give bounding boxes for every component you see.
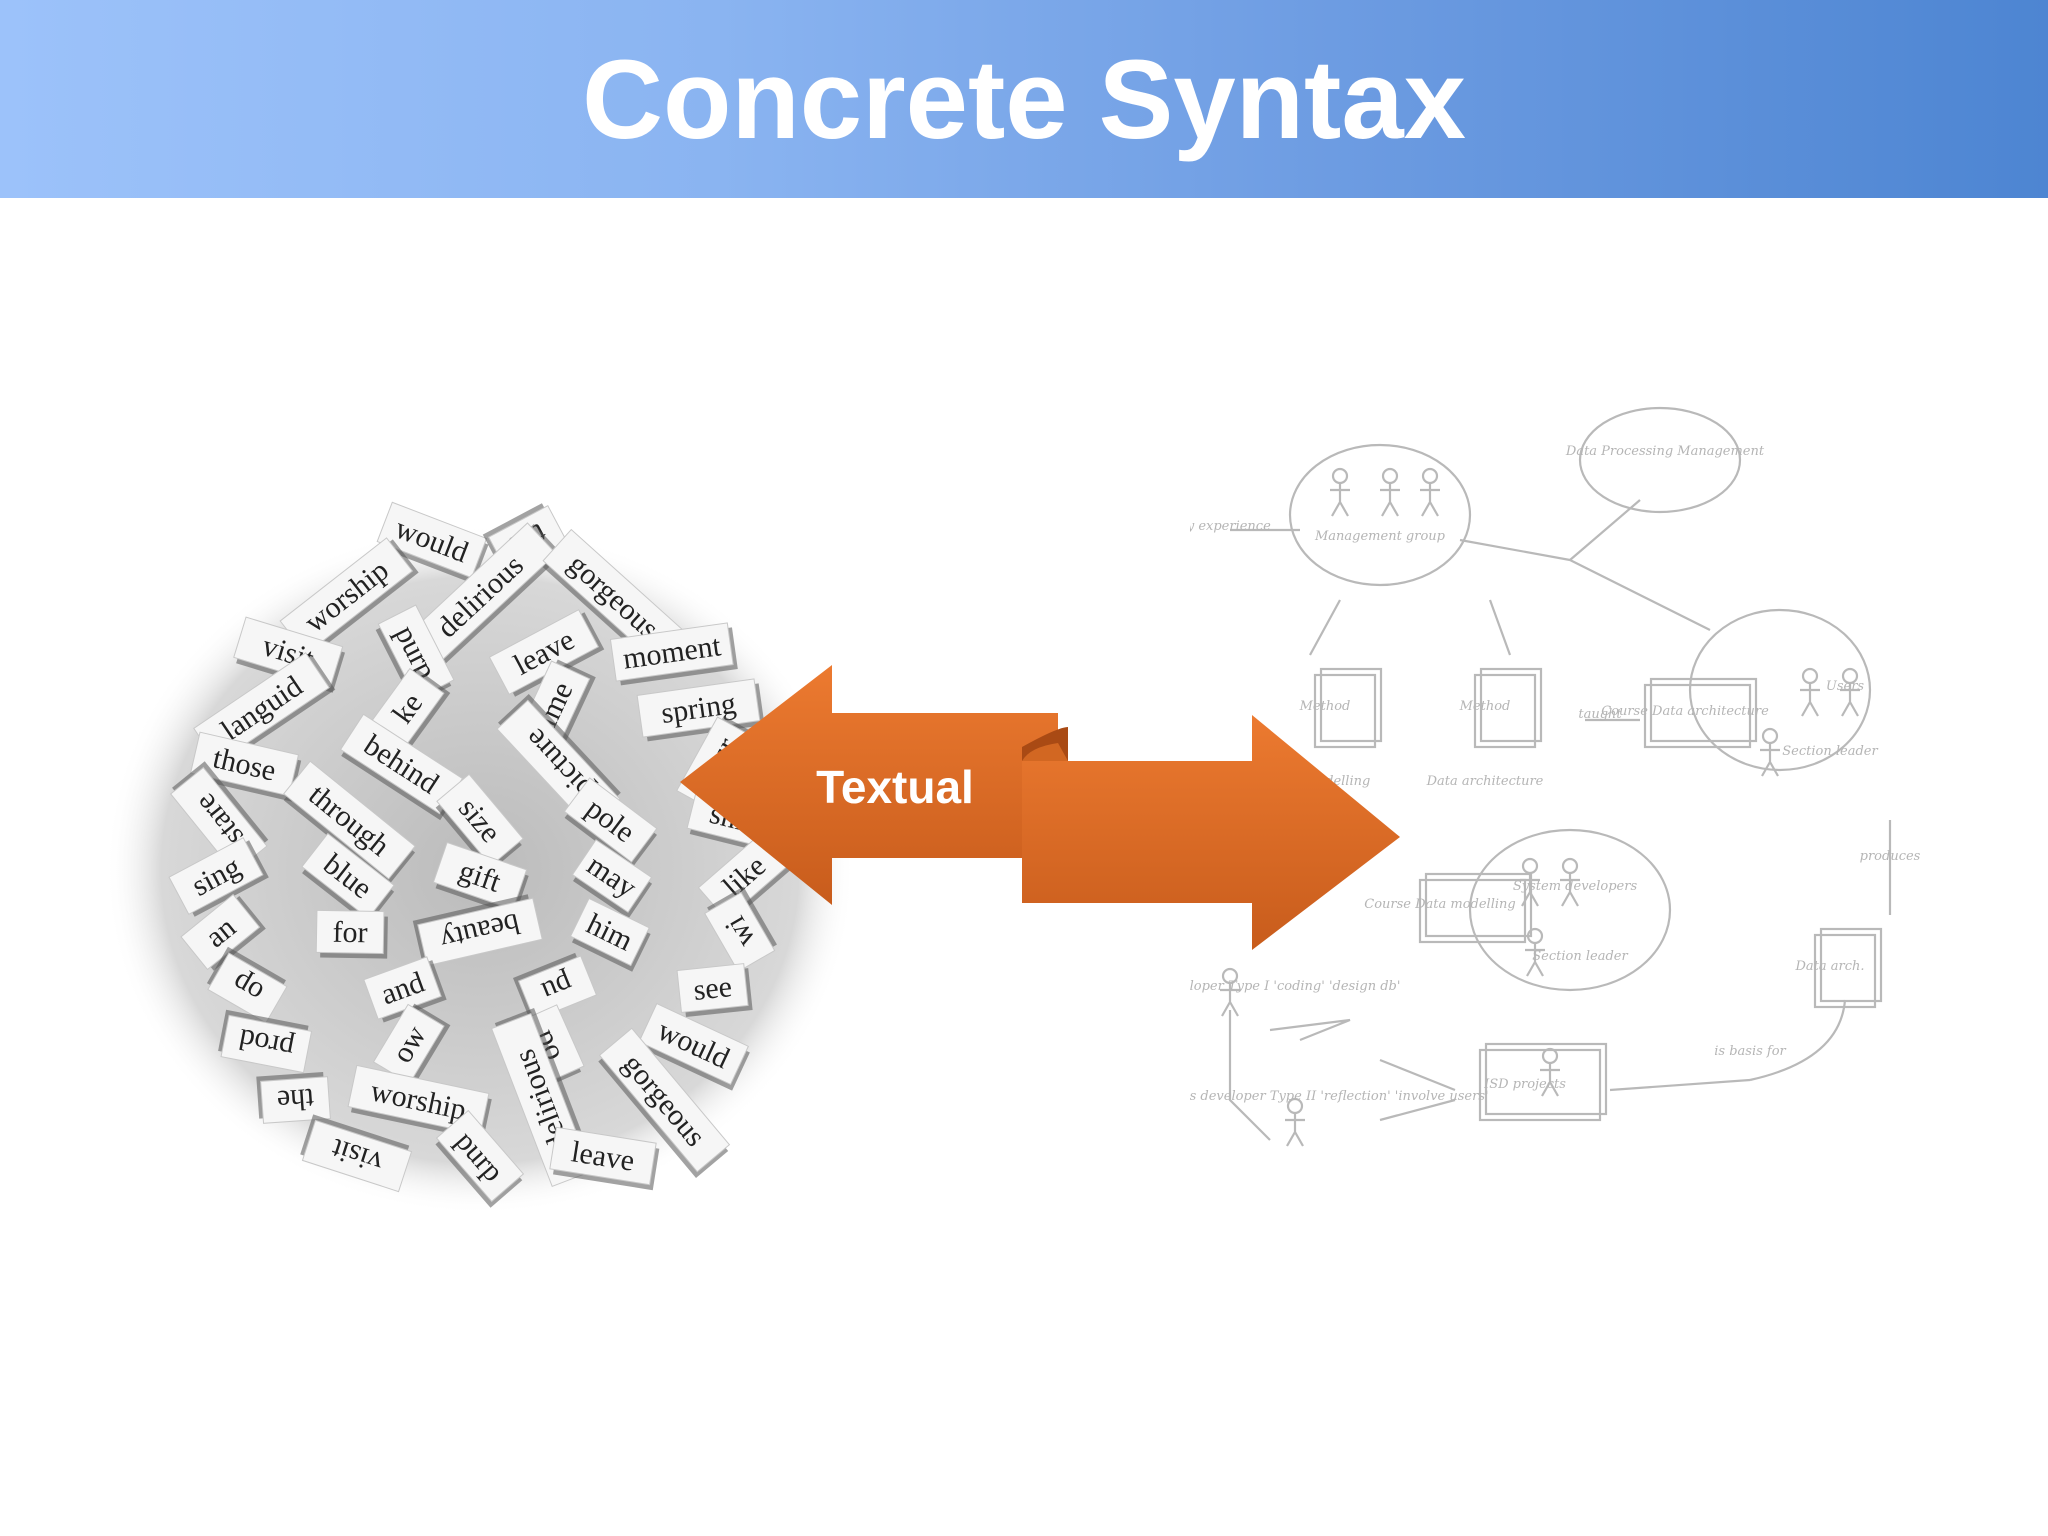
word-magnet: an [180,893,266,971]
sketch-label: Method [1459,699,1511,714]
word-magnet: would [638,1002,750,1091]
sketch-label: Section leader [1532,949,1628,964]
sketch-connector [1749,999,1847,1082]
arrow-label: Textual [816,761,974,813]
sketch-connector [1569,499,1641,561]
stick-figure [1420,467,1440,517]
svg-text:the: the [276,1082,315,1117]
sketch-box [1478,1048,1602,1122]
sketch-box [1643,683,1752,749]
sketch-connector [1228,1010,1271,1141]
sketch-label: Data architecture [1426,774,1544,789]
stick-figure [1380,467,1400,517]
sketch-label: taught [1578,707,1622,722]
word-magnet: op [206,946,288,1024]
word-magnet: sing [168,837,269,917]
word-magnet: leave [488,609,605,697]
word-magnet: prod [218,1009,313,1074]
sketch-connector [1379,1098,1456,1122]
sketch-blob [1288,443,1472,587]
word-magnet: see [676,963,753,1017]
word-magnet: and [363,956,447,1023]
slide-title: Concrete Syntax [582,36,1466,162]
sketch-label: Course Data modelling [1364,897,1515,912]
word-magnet: gift [432,841,529,916]
stick-figure [1285,1097,1305,1147]
word-pile-image: wouldtheworshipdeliriousgorgeousvisitpur… [105,501,855,1215]
svg-text:see: see [692,970,734,1007]
word-magnet: him [569,897,651,972]
word-magnet: pole [563,777,658,869]
sketch-label: Course Data architecture [1601,704,1769,719]
word-magnet: may [571,839,653,919]
word-magnet: wi [704,886,777,973]
sketch-label: produces [1860,849,1921,864]
sketch-label: Systems developer Type I 'coding' 'desig… [1190,979,1400,994]
word-magnet: the [256,1072,331,1124]
sketch-box [1313,673,1377,749]
sketch-blob [1468,828,1672,992]
sketch-label: Users [1826,679,1865,694]
right-arrow-head [1022,715,1400,950]
left-arrow-head [680,665,1058,905]
word-magnet: for [315,909,388,959]
sketch-box [1473,673,1537,749]
sketch-label: System developers [1513,879,1638,894]
sketch-label: Method [1299,699,1351,714]
word-magnet: size [435,773,524,872]
sketch-label: Data Processing Management [1565,444,1765,459]
sketch-blob [1688,608,1872,772]
word-magnet: pu [512,952,598,1021]
word-magnet: ke [369,667,451,749]
sketch-blob [1578,406,1742,514]
stick-figure [1800,667,1820,717]
sketch-label: Systems developer Type II 'reflection' '… [1190,1089,1489,1104]
sketch-connector [1379,1058,1456,1092]
sketch-label: ISD projects [1483,1077,1566,1092]
stick-figure [1220,967,1240,1017]
process-sketch-image: Data Processing ManagementEarly experien… [1190,406,1921,1147]
stick-figure [1560,857,1580,907]
word-magnet: moment [609,622,738,686]
sketch-connector [1309,599,1341,656]
stick-figure [1330,467,1350,517]
sketch-connector [1609,1078,1751,1092]
word-magnet: those [189,731,302,802]
sketch-label: Data arch. [1794,959,1864,974]
double-arrow-icon [680,665,1400,950]
title-banner [0,0,2048,198]
stick-figure [1840,667,1860,717]
stick-figure [1760,727,1780,777]
word-magnet: leave [549,1126,660,1191]
sketch-connector [1459,538,1571,562]
sketch-box [1418,878,1527,944]
sketch-connector [1269,1018,1351,1042]
sketch-label: Section leader [1782,744,1878,759]
sketch-label: Management group [1314,529,1446,544]
svg-text:for: for [332,916,368,950]
sketch-label: is basis for [1714,1044,1786,1059]
word-magnet: visit [300,1114,413,1193]
sketch-label: Early experience [1190,519,1271,534]
sketch-connector [1488,599,1512,656]
sketch-connector [1569,559,1711,631]
